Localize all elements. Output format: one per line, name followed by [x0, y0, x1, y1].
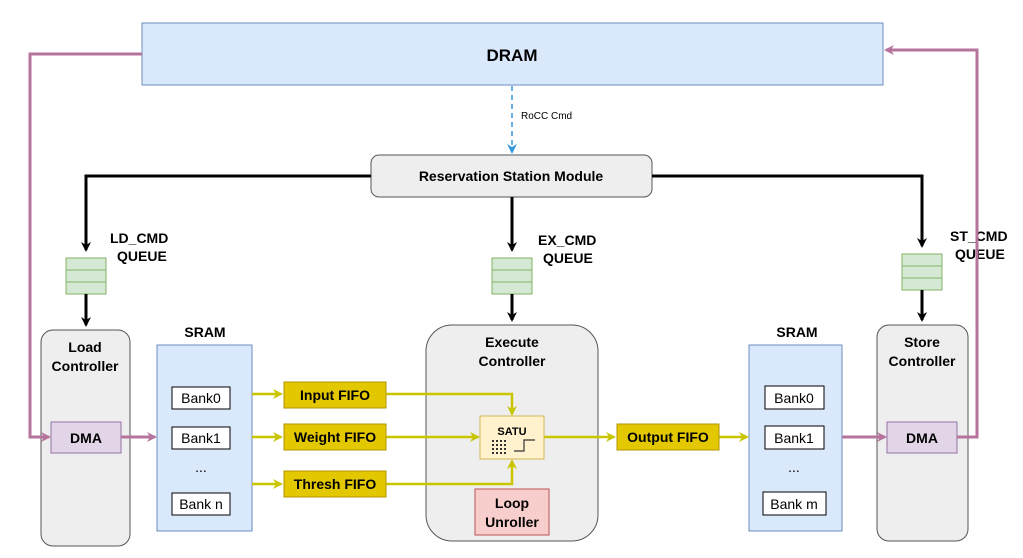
- sram-left-bank1-box: [171, 426, 231, 450]
- thresh-fifo-box: [283, 470, 387, 498]
- load-dma-box: [50, 421, 122, 454]
- ld-cmd-queue: [65, 257, 107, 295]
- sram-left-bankn: Bank n: [179, 496, 223, 512]
- output-fifo-box: [616, 423, 720, 451]
- st-cmd-queue: [901, 253, 943, 291]
- st-cmd-queue-label-1: ST_CMD: [950, 228, 1008, 244]
- sram-right-bank1: Bank1: [774, 430, 814, 446]
- step-function-icon: [514, 439, 535, 452]
- input-fifo-to-satu-path: [386, 392, 517, 416]
- ld-cmd-path: [81, 174, 371, 252]
- satu-box: [479, 415, 545, 460]
- load-controller-label-2: Controller: [52, 358, 119, 374]
- store-controller-label-2: Controller: [889, 353, 956, 369]
- st-cmd-queue-label-2: QUEUE: [955, 246, 1005, 262]
- sram-right-bankm: Bank m: [770, 496, 817, 512]
- store-dma-to-dram-path: [884, 45, 979, 439]
- loop-unroller-label-2: Unroller: [485, 514, 539, 530]
- sram-left-bank1: Bank1: [181, 430, 221, 446]
- st-cmd-path: [652, 174, 927, 248]
- reservation-station-label: Reservation Station Module: [419, 168, 604, 184]
- load-dma-label: DMA: [70, 430, 102, 446]
- loop-unroller-box: [474, 488, 550, 536]
- store-controller-label-1: Store: [904, 334, 940, 350]
- output-fifo-label: Output FIFO: [627, 429, 709, 445]
- sram-left-ellipsis: ...: [195, 459, 207, 475]
- sram-left-title: SRAM: [184, 324, 225, 340]
- satu-label: SATU: [497, 426, 526, 438]
- store-dma-box: [886, 421, 958, 454]
- ex-cmd-queue: [491, 257, 533, 295]
- ex-cmd-queue-label-2: QUEUE: [543, 250, 593, 266]
- dram-label: DRAM: [487, 46, 538, 65]
- sram-left-bankn-box: [171, 492, 231, 516]
- sram-left-bank0-box: [171, 386, 231, 410]
- execute-controller-label-2: Controller: [479, 353, 546, 369]
- systolic-grid-icon: [492, 440, 506, 454]
- weight-fifo-box: [283, 423, 387, 451]
- sram-right-bank1-box: [764, 425, 825, 450]
- ld-cmd-queue-label-2: QUEUE: [117, 248, 167, 264]
- sram-right-bank0-box: [764, 385, 825, 410]
- execute-controller-label-1: Execute: [485, 334, 539, 350]
- store-dma-label: DMA: [906, 430, 938, 446]
- sram-left-bank0: Bank0: [181, 390, 221, 406]
- sram-right-title: SRAM: [776, 324, 817, 340]
- ex-cmd-queue-label-1: EX_CMD: [538, 232, 596, 248]
- rocc-cmd-label: RoCC Cmd: [521, 111, 572, 122]
- input-fifo-box: [283, 381, 387, 409]
- thresh-fifo-label: Thresh FIFO: [294, 476, 377, 492]
- input-fifo-label: Input FIFO: [300, 387, 370, 403]
- sram-right-ellipsis: ...: [788, 459, 800, 475]
- load-controller-label-1: Load: [68, 339, 101, 355]
- dram-to-load-dma-path: [28, 52, 142, 442]
- ld-cmd-queue-label-1: LD_CMD: [110, 230, 168, 246]
- thresh-fifo-to-satu-path: [386, 459, 517, 486]
- sram-right-bank0: Bank0: [774, 390, 814, 406]
- weight-fifo-label: Weight FIFO: [294, 429, 376, 445]
- dram-box: [141, 22, 884, 86]
- sram-right-bankm-box: [762, 491, 827, 516]
- loop-unroller-label-1: Loop: [495, 495, 529, 511]
